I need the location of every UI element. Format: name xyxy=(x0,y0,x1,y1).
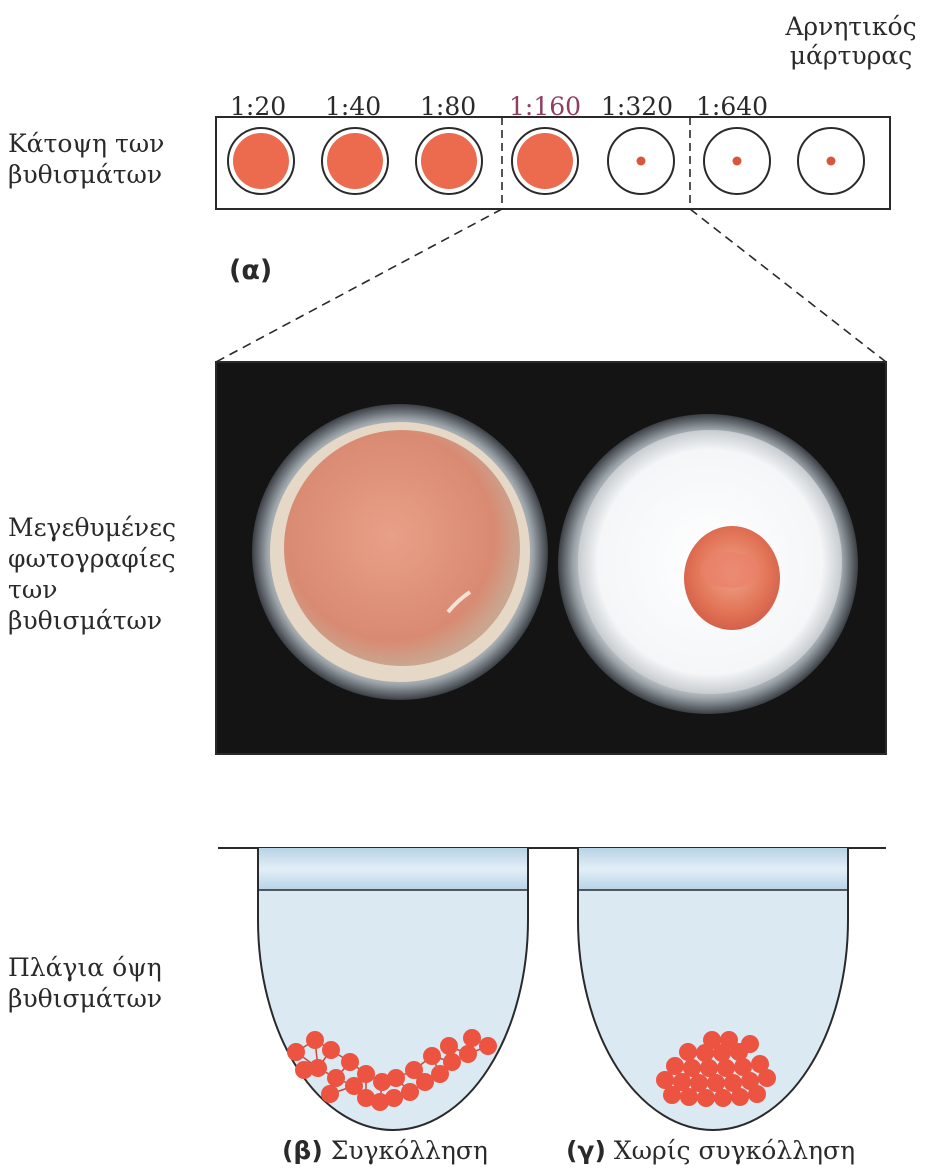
well-1-agglutination xyxy=(233,133,289,189)
well-2 xyxy=(322,128,388,194)
well-3-agglutination xyxy=(421,133,477,189)
photo-well-agglutinated xyxy=(252,404,548,700)
side-well-agglutinated xyxy=(258,848,528,1130)
well-2-agglutination xyxy=(327,133,383,189)
well-5-button xyxy=(637,157,646,166)
well-negative-control xyxy=(798,128,864,194)
caption-c-letter: (γ) xyxy=(566,1136,606,1165)
well-4-agglutination xyxy=(517,133,573,189)
well-6-button xyxy=(733,157,742,166)
caption-b-text: Συγκόλληση xyxy=(331,1136,488,1165)
zoom-line-left xyxy=(216,209,502,362)
zoom-line-right xyxy=(690,209,886,362)
well-1 xyxy=(228,128,294,194)
caption-no-agglutination: (γ) Χωρίς συγκόλληση xyxy=(566,1136,855,1165)
well-3 xyxy=(416,128,482,194)
photo-well-not-agglutinated xyxy=(558,414,858,714)
side-well-not-agglutinated xyxy=(578,848,848,1130)
well-4 xyxy=(512,128,578,194)
well-negative-control-button xyxy=(827,157,836,166)
well-5 xyxy=(608,128,674,194)
well-6 xyxy=(704,128,770,194)
caption-agglutination: (β) Συγκόλληση xyxy=(282,1136,488,1165)
caption-b-letter: (β) xyxy=(282,1136,323,1165)
caption-c-text: Χωρίς συγκόλληση xyxy=(614,1136,855,1165)
magnified-photo xyxy=(216,362,886,754)
